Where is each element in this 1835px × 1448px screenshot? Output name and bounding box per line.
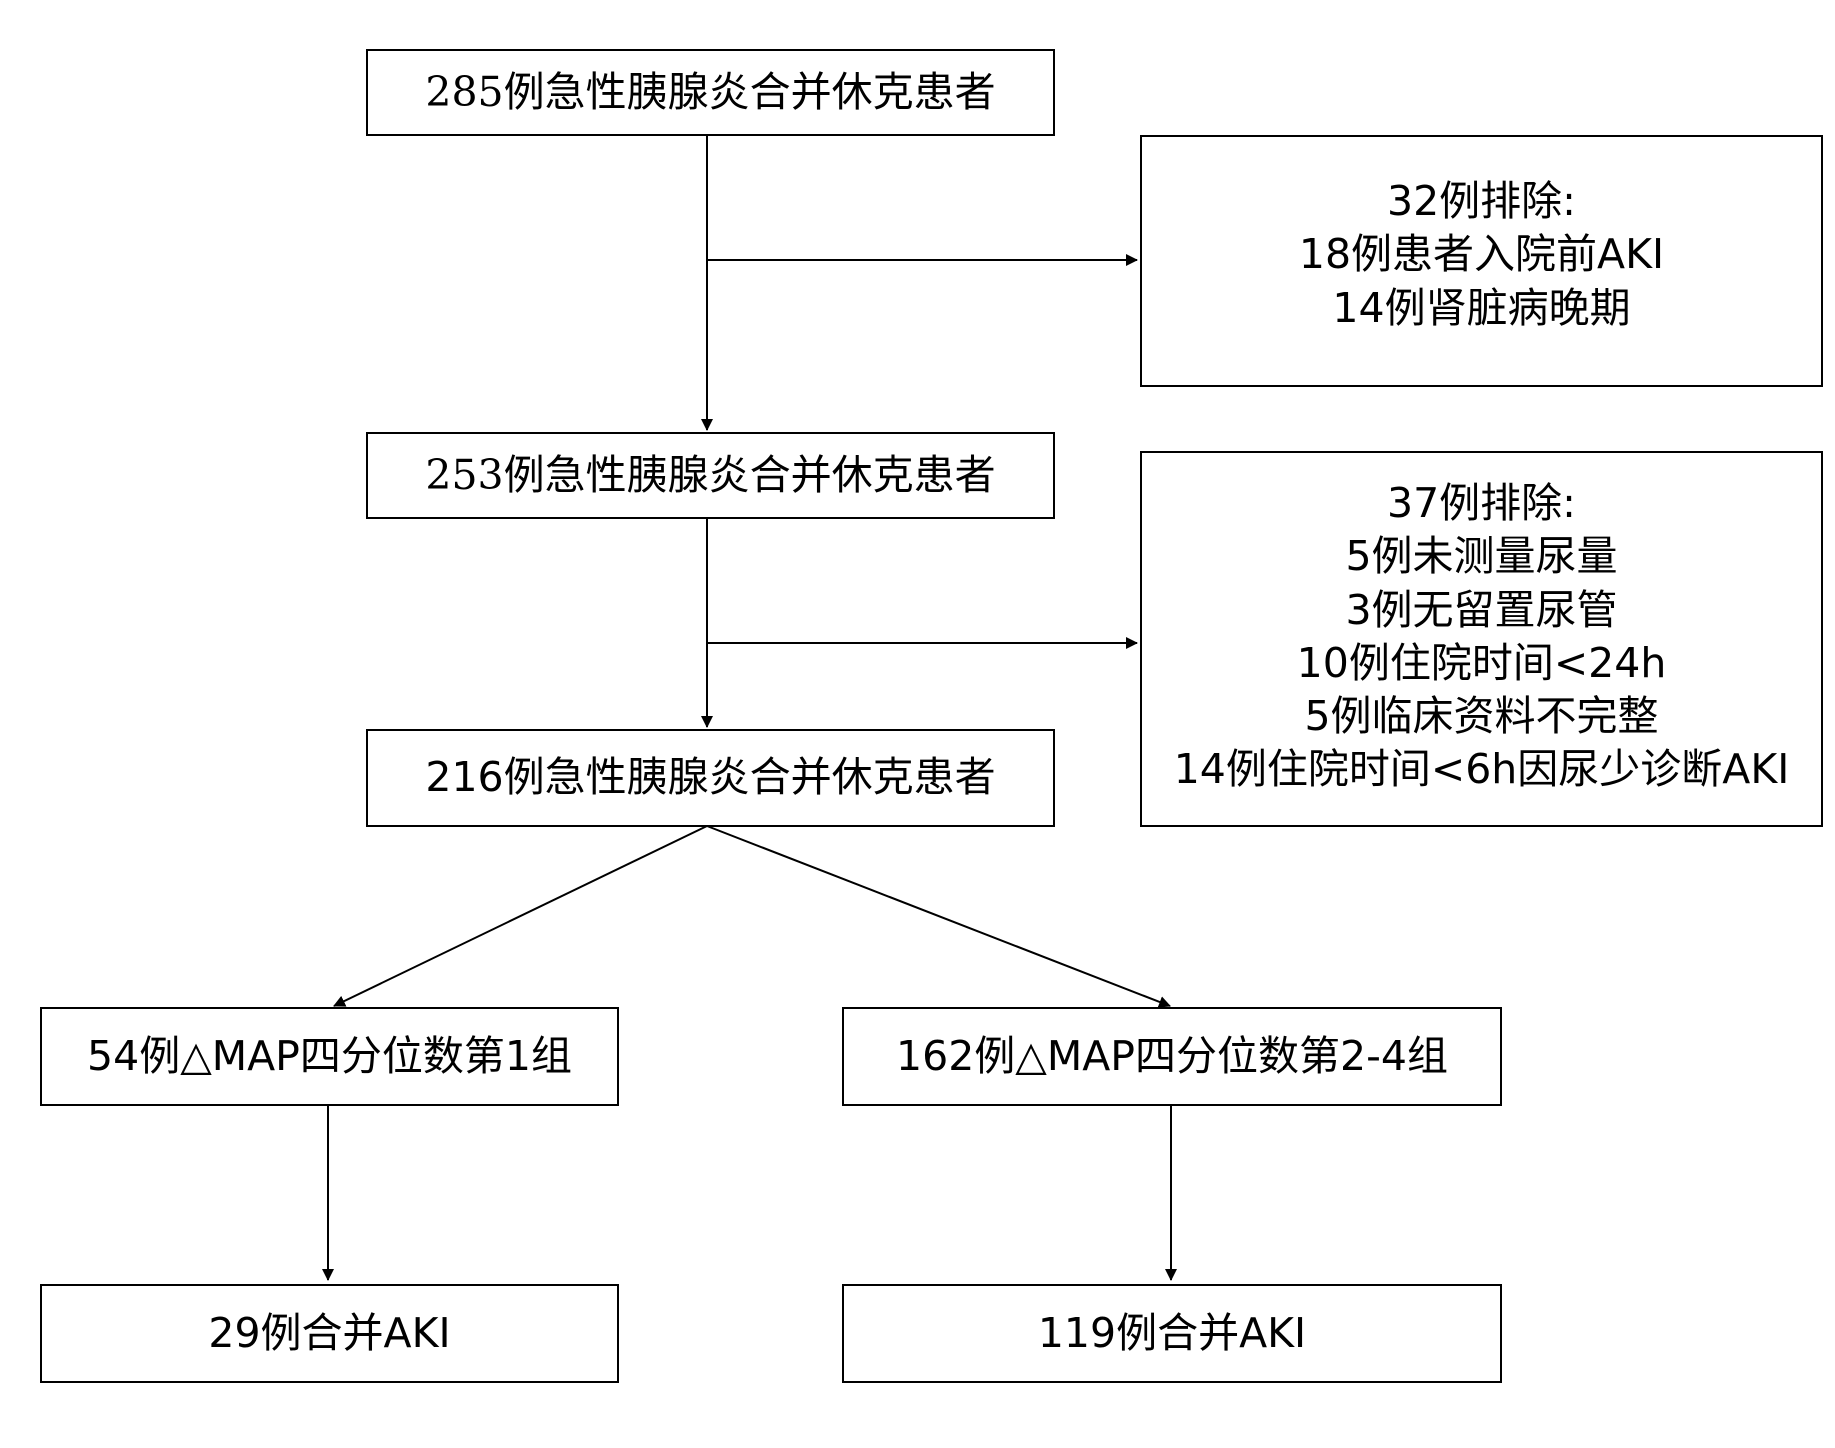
exclusion2-item: 5例未测量尿量 — [1345, 532, 1618, 581]
arrow-step3-to-group2 — [706, 825, 1171, 1008]
outcome1-label: 29例合并AKI — [208, 1308, 451, 1357]
exclusion1-box: 32例排除: 18例患者入院前AKI 14例肾脏病晚期 — [1140, 135, 1823, 387]
step1-box: 285例急性胰腺炎合并休克患者 — [366, 49, 1055, 136]
outcome1-box: 29例合并AKI — [40, 1284, 619, 1383]
exclusion2-item: 14例住院时间<6h因尿少诊断AKI — [1173, 745, 1790, 794]
step2-box: 253例急性胰腺炎合并休克患者 — [366, 432, 1055, 519]
exclusion1-heading: 32例排除: — [1387, 177, 1576, 225]
exclusion1-item: 14例肾脏病晚期 — [1332, 283, 1631, 332]
exclusion2-heading: 37例排除: — [1387, 479, 1576, 527]
outcome2-label: 119例合并AKI — [1037, 1308, 1307, 1357]
exclusion2-item: 3例无留置尿管 — [1345, 585, 1618, 634]
arrow-step3-to-group1 — [333, 825, 708, 1007]
step3-label: 216例急性胰腺炎合并休克患者 — [425, 753, 996, 802]
exclusion1-item: 18例患者入院前AKI — [1298, 230, 1665, 279]
exclusion2-item: 10例住院时间<24h — [1296, 638, 1667, 687]
step2-label: 253例急性胰腺炎合并休克患者 — [425, 450, 996, 499]
step3-box: 216例急性胰腺炎合并休克患者 — [366, 729, 1055, 827]
group1-label: 54例△MAP四分位数第1组 — [87, 1031, 572, 1080]
outcome2-box: 119例合并AKI — [842, 1284, 1502, 1383]
group1-box: 54例△MAP四分位数第1组 — [40, 1007, 619, 1106]
group2-label: 162例△MAP四分位数第2-4组 — [896, 1031, 1448, 1080]
exclusion2-item: 5例临床资料不完整 — [1304, 692, 1659, 741]
step1-label: 285例急性胰腺炎合并休克患者 — [425, 67, 996, 116]
exclusion2-box: 37例排除: 5例未测量尿量 3例无留置尿管 10例住院时间<24h 5例临床资… — [1140, 451, 1823, 827]
group2-box: 162例△MAP四分位数第2-4组 — [842, 1007, 1502, 1106]
